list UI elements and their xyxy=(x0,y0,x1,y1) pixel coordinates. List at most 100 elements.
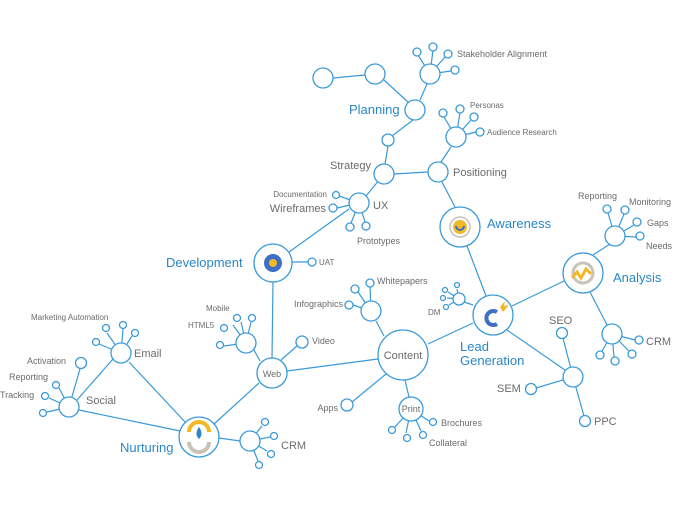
leaf-node xyxy=(469,112,479,122)
label-prototypes: Prototypes xyxy=(357,236,401,246)
lead-generation-node[interactable] xyxy=(472,294,514,336)
label-strategy: Strategy xyxy=(330,160,371,172)
leaf-node xyxy=(360,300,382,322)
leaf-node xyxy=(269,259,277,267)
label-activation: Activation xyxy=(27,356,66,366)
label-dm: DM xyxy=(428,308,441,317)
leaf-node xyxy=(450,65,460,75)
label-seo: SEO xyxy=(549,315,573,327)
leaf-node xyxy=(442,303,450,311)
label-reporting-analysis: Reporting xyxy=(578,191,617,201)
planning-node[interactable] xyxy=(404,99,426,121)
leaf-node xyxy=(340,398,354,412)
leaf-node xyxy=(428,417,438,427)
label-apps: Apps xyxy=(317,403,338,413)
content-node[interactable] xyxy=(377,329,429,381)
leaf-node xyxy=(295,335,309,349)
label-reporting-social: Reporting xyxy=(9,372,48,382)
label-mobile: Mobile xyxy=(206,304,230,313)
leaf-node xyxy=(412,47,422,57)
label-documentation: Documentation xyxy=(273,190,327,199)
leaf-node xyxy=(449,216,471,238)
leaf-node xyxy=(215,340,225,350)
leaf-node xyxy=(402,433,412,443)
leaf-node xyxy=(38,408,48,418)
leaf-node xyxy=(381,133,395,147)
label-content: Content xyxy=(384,350,423,362)
leaf-node xyxy=(428,42,438,52)
leaf-node xyxy=(455,104,465,114)
leaf-node xyxy=(345,222,355,232)
label-sem: SEM xyxy=(497,383,521,395)
leaf-node xyxy=(439,294,447,302)
leaf-node xyxy=(40,391,50,401)
leaf-node xyxy=(74,356,88,370)
leaf-node xyxy=(627,349,637,359)
label-lead: Lead xyxy=(460,339,489,354)
label-crm-left: CRM xyxy=(281,440,306,452)
label-infographics: Infographics xyxy=(294,299,344,309)
magnet-icon xyxy=(484,301,509,327)
label-nurturing: Nurturing xyxy=(120,440,173,455)
leaf-node xyxy=(620,205,630,215)
leaf-node xyxy=(91,337,101,347)
positioning-node[interactable] xyxy=(427,161,449,183)
leaf-node xyxy=(635,231,645,241)
label-generation: Generation xyxy=(460,353,524,368)
label-uat: UAT xyxy=(319,258,335,267)
leaf-node xyxy=(387,425,397,435)
label-monitoring: Monitoring xyxy=(629,197,671,207)
leaf-node xyxy=(524,382,538,396)
leaf-node xyxy=(443,49,453,59)
leaf-node xyxy=(331,190,341,200)
label-crm-right: CRM xyxy=(646,336,671,348)
label-video: Video xyxy=(312,336,335,346)
leaf-node xyxy=(130,328,140,338)
leaf-node xyxy=(441,286,449,294)
leaf-node xyxy=(269,431,279,441)
ux-node[interactable] xyxy=(348,192,370,214)
leaf-node xyxy=(232,313,242,323)
leaf-node xyxy=(601,323,623,345)
print-node[interactable] xyxy=(398,396,424,422)
leaf-node xyxy=(364,63,386,85)
leaf-node xyxy=(452,292,466,306)
label-needs: Needs xyxy=(646,241,673,251)
label-planning: Planning xyxy=(349,102,400,117)
email-node[interactable] xyxy=(110,342,132,364)
leaf-node xyxy=(453,281,461,289)
leaf-node xyxy=(602,204,612,214)
label-social: Social xyxy=(86,395,116,407)
leaf-node xyxy=(634,335,644,345)
label-ux: UX xyxy=(373,200,389,212)
leaf-node xyxy=(101,323,111,333)
label-tracking: Tracking xyxy=(0,390,34,400)
leaf-node xyxy=(328,203,338,213)
social-node[interactable] xyxy=(58,396,80,418)
leaf-node xyxy=(562,366,584,388)
leaf-node xyxy=(595,350,605,360)
leaf-node xyxy=(438,108,448,118)
label-ppc: PPC xyxy=(594,416,617,428)
web-node[interactable] xyxy=(256,357,288,389)
leaf-node xyxy=(555,326,569,340)
label-stakeholder-alignment: Stakeholder Alignment xyxy=(457,49,548,59)
analytics-icon xyxy=(570,261,595,285)
target-icon xyxy=(449,216,471,238)
strategy-node[interactable] xyxy=(373,163,395,185)
label-development: Development xyxy=(166,255,243,270)
labels: Planning Awareness Development Analysis … xyxy=(0,49,673,455)
leaf-node xyxy=(610,356,620,366)
cycle-drop-icon xyxy=(187,420,211,454)
leaf-node xyxy=(578,414,592,428)
leaf-node xyxy=(118,320,128,330)
leaf-node xyxy=(266,449,276,459)
label-analysis: Analysis xyxy=(613,270,662,285)
leaf-node xyxy=(344,300,354,310)
label-print: Print xyxy=(402,404,421,414)
leaf-node xyxy=(312,67,334,89)
leaf-node xyxy=(418,430,428,440)
label-wireframes: Wireframes xyxy=(270,203,327,215)
label-audience-research: Audience Research xyxy=(487,128,557,137)
leaf-node xyxy=(51,380,61,390)
